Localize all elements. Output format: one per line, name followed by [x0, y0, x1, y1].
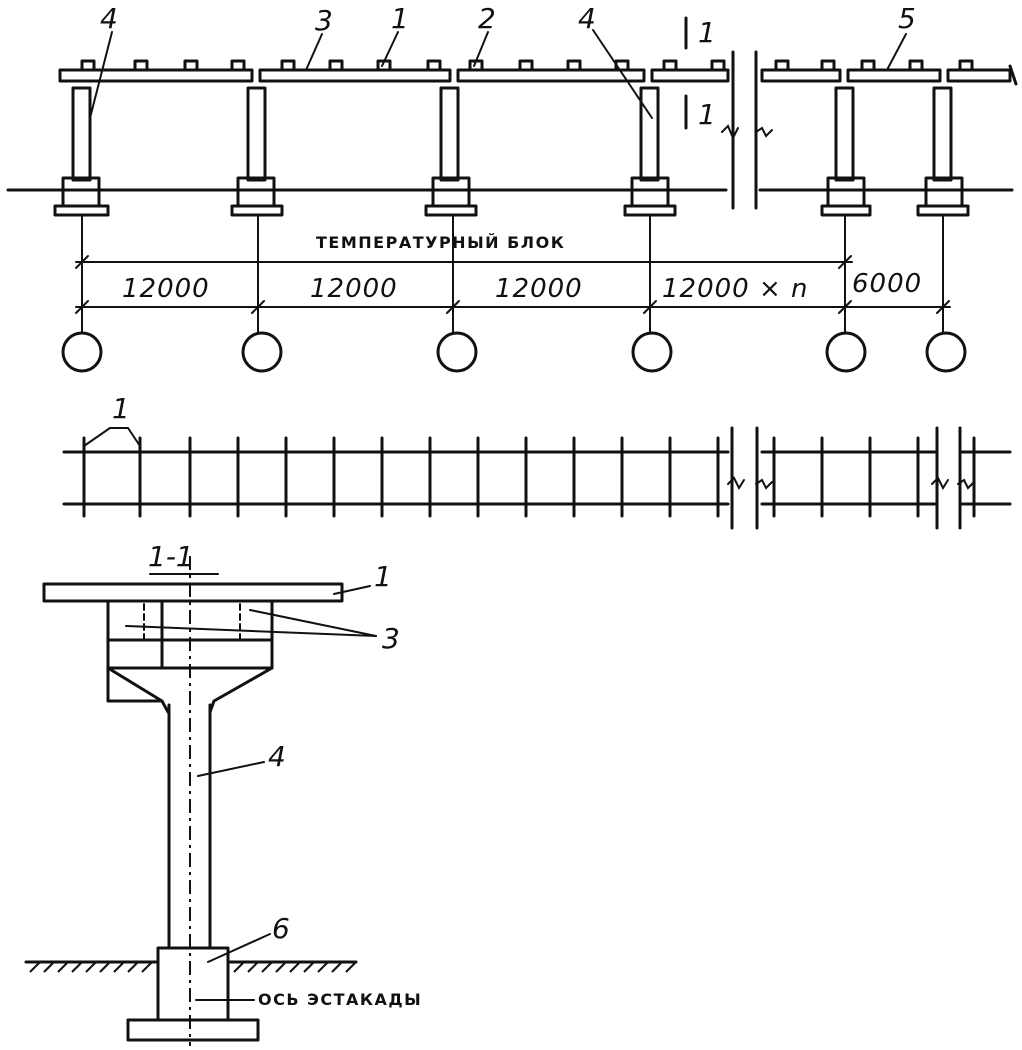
- expansion-joint: [721, 50, 773, 210]
- callout-1: 1: [391, 2, 409, 35]
- deck-slab: [456, 68, 646, 83]
- deck-slab: [946, 68, 1012, 83]
- rail-support: [662, 59, 678, 72]
- deck-slab: [760, 68, 842, 83]
- axis-caption: ОСЬ ЭСТАКАДЫ: [258, 990, 422, 1009]
- rail-support: [328, 59, 344, 72]
- section-mark: 1 1: [684, 16, 716, 131]
- rail-support: [183, 59, 199, 72]
- plan-callout-1: 1: [112, 392, 130, 425]
- section-mark-top-label: 1: [698, 16, 716, 49]
- span-label: 12000 × n: [662, 274, 809, 304]
- section-foundation: [126, 946, 260, 1042]
- column-2: [230, 86, 284, 217]
- elevation-callouts: 4 3 1 2 4 5: [89, 2, 916, 119]
- rail-support: [426, 59, 442, 72]
- rail-support: [80, 59, 96, 72]
- rail-support: [230, 59, 246, 72]
- deck-slabs: [58, 64, 1018, 86]
- section-column: [167, 703, 212, 950]
- column-5: [820, 86, 872, 217]
- deck-break-mark: [1008, 64, 1018, 86]
- callout-5: 5: [898, 2, 916, 35]
- section-mark-bottom-label: 1: [698, 98, 716, 131]
- callout-3: 3: [315, 4, 333, 37]
- temperature-block-caption: ТЕМПЕРАТУРНЫЙ БЛОК: [316, 233, 565, 252]
- span-label: 12000: [495, 274, 583, 304]
- axis-lines: [81, 214, 944, 333]
- rail-support: [820, 59, 836, 72]
- rail-support: [280, 59, 296, 72]
- ground-hatching: [24, 960, 358, 973]
- deck-slab: [846, 68, 942, 83]
- span-dimensions: 12000 12000 12000 12000 × n 6000: [75, 269, 951, 314]
- section-callout-6: 6: [272, 912, 290, 945]
- span-label: 6000: [852, 269, 922, 299]
- section-callout-3: 3: [382, 622, 400, 655]
- section-callouts: 1 3 4 6 ОСЬ ЭСТАКАДЫ: [125, 560, 422, 1009]
- span-label: 12000: [310, 274, 398, 304]
- section-callout-4: 4: [268, 740, 286, 773]
- column-1: [53, 86, 110, 217]
- rail-support: [908, 59, 924, 72]
- deck-slab: [58, 68, 254, 83]
- section-deck-slab: [42, 582, 344, 603]
- rail-support: [710, 59, 726, 72]
- column-3: [424, 86, 478, 217]
- section-title: 1-1: [148, 540, 194, 573]
- rail-support: [774, 59, 790, 72]
- rail-supports: [80, 59, 974, 72]
- elevation-view: 1 1 4 3 1 2 4 5: [6, 2, 1018, 373]
- column-4: [623, 86, 677, 217]
- columns: [53, 86, 970, 217]
- plan-joints: [727, 426, 975, 530]
- plan-crossbeams: [82, 436, 976, 518]
- span-label: 12000: [122, 274, 210, 304]
- temperature-block-dimension: ТЕМПЕРАТУРНЫЙ БЛОК: [75, 233, 853, 269]
- rail-support: [566, 59, 582, 72]
- callout-2: 2: [478, 2, 496, 35]
- column-6: [916, 86, 970, 217]
- rail-support: [860, 59, 876, 72]
- callout-4-left: 4: [100, 2, 118, 35]
- axis-markers: [61, 331, 967, 373]
- rail-support: [518, 59, 534, 72]
- plan-view: 1: [62, 392, 1012, 530]
- callout-4-right: 4: [578, 2, 596, 35]
- section-callout-1: 1: [374, 560, 392, 593]
- rail-support: [133, 59, 149, 72]
- rail-support: [958, 59, 974, 72]
- section-view: 1-1: [24, 540, 422, 1046]
- plan-callout: 1: [83, 392, 141, 447]
- deck-slab: [258, 68, 452, 83]
- deck-slab: [650, 68, 730, 83]
